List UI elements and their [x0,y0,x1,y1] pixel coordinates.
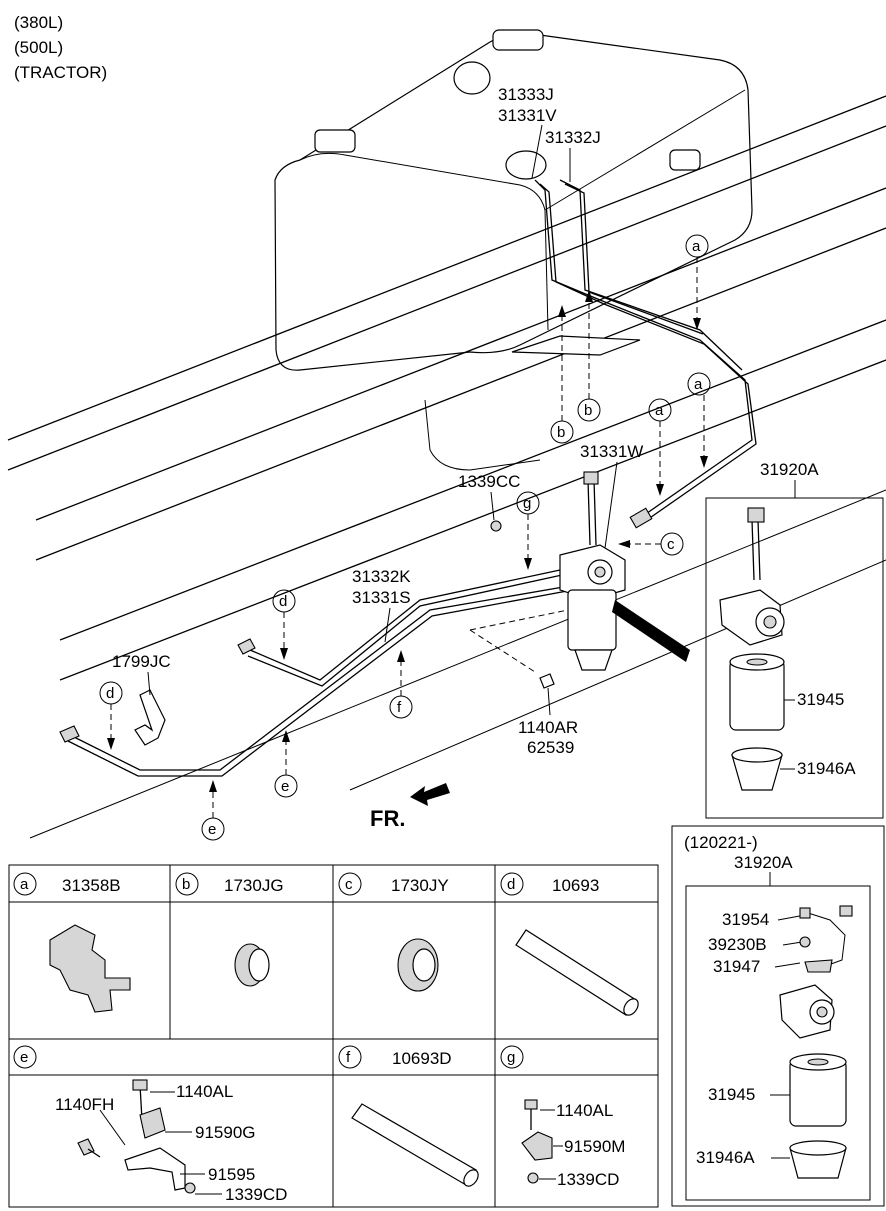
label-31332j: 31332J [545,128,601,147]
callout-e-1: e [281,778,289,795]
label-31947: 31947 [713,957,760,976]
cell-a-key: a [20,876,29,893]
parts-table: a 31358B b 1730JG c 1730JY d 10693 e f 1… [8,864,659,1208]
label-31332k: 31332K [352,567,411,586]
new-filter-box: (120221-) 31920A 31954 39230B 31947 3194… [671,825,885,1207]
filter-exploded-box: 31945 31946A [705,497,884,819]
forward-arrow-icon [410,783,450,806]
tube-10693 [515,929,637,1016]
label-1140ar: 1140AR [518,718,578,737]
label-31920a: 31920A [760,460,819,479]
header-line-2: (500L) [14,38,63,57]
label-31945-new: 31945 [708,1085,755,1104]
cell-b-key: b [182,876,190,893]
callouts: a a a b b c g d d f e e [99,234,711,841]
label-31946a-new: 31946A [696,1148,755,1167]
cell-f-key: f [346,1049,351,1066]
label-1799jc: 1799JC [112,652,171,671]
label-31945-upper: 31945 [797,690,844,709]
label-e-91590g: 91590G [195,1123,256,1142]
label-g-1339cd: 1339CD [557,1170,619,1189]
callout-a-3: a [655,402,664,419]
label-31954: 31954 [722,910,769,929]
callout-d-2: d [106,685,114,702]
cell-b-part: 1730JG [224,876,284,895]
callout-a-2: a [694,376,703,393]
tube-10693d [351,1103,477,1186]
callout-b-2: b [557,424,565,441]
label-31946a-upper: 31946A [797,759,856,778]
clamp-1799jc [134,689,166,746]
header-line-3: (TRACTOR) [14,63,107,82]
cell-c-part: 1730JY [391,876,449,895]
label-e-1140al: 1140AL [176,1082,233,1101]
label-39230b: 39230B [708,935,767,954]
label-e-1140fh: 1140FH [55,1095,114,1114]
date-range: (120221-) [684,833,758,852]
callout-d-1: d [279,593,287,610]
fuel-filter-assembly [469,471,690,689]
callout-c: c [667,536,675,553]
callout-f: f [397,699,402,716]
callout-g: g [523,495,531,512]
label-31920a-new: 31920A [734,853,793,872]
label-31331s: 31331S [352,588,411,607]
callout-e-2: e [208,821,216,838]
label-62539: 62539 [527,738,574,757]
clip-31358b [49,924,131,1013]
label-g-91590m: 91590M [564,1137,625,1156]
direction-label: FR. [370,806,405,831]
label-e-1339cd: 1339CD [225,1185,287,1204]
label-1339cc: 1339CC [458,472,520,491]
cell-d-part: 10693 [552,876,599,895]
callout-a-1: a [692,238,701,255]
fastener-set-g [521,1099,563,1184]
callout-b-1: b [584,402,592,419]
label-g-1140al: 1140AL [556,1101,613,1120]
cell-g-key: g [507,1049,515,1066]
cell-f-part: 10693D [392,1049,452,1068]
label-31333j: 31333J [498,85,554,104]
cell-e-key: e [20,1049,28,1066]
chassis-frame [7,95,886,839]
label-e-91595: 91595 [208,1165,255,1184]
cell-c-key: c [345,876,353,893]
label-31331v: 31331V [498,106,557,125]
bracket-assembly-e [77,1079,222,1195]
header-line-1: (380L) [14,13,63,32]
fuel-lines [59,179,757,777]
cell-d-key: d [507,876,515,893]
cell-a-part: 31358B [62,876,121,895]
fuel-tank [274,29,753,471]
label-31331w: 31331W [580,442,643,461]
